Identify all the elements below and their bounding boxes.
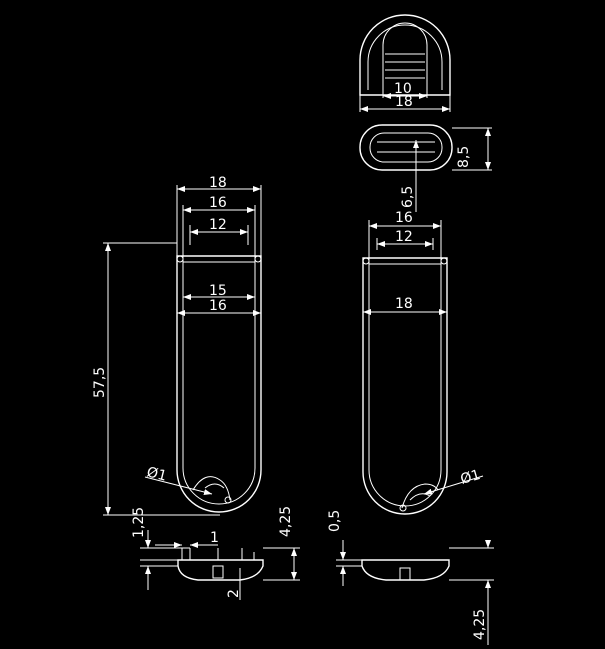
right-side-profile: 0,5 4,25 — [327, 510, 494, 645]
dim-left-12: 12 — [209, 217, 227, 233]
dim-right-12: 12 — [395, 229, 413, 245]
slot-view: 8,5 6,5 — [359, 124, 492, 212]
dim-left-15: 15 — [209, 283, 227, 299]
dim-slot-height: 8,5 — [456, 146, 472, 168]
dim-left-16b: 16 — [209, 298, 227, 314]
dim-side-0-5: 0,5 — [327, 510, 343, 532]
dim-slot-depth: 6,5 — [400, 186, 416, 208]
dim-side-1-25: 1,25 — [131, 507, 147, 538]
cap-top-view: 10 18 — [359, 14, 451, 112]
dim-side-1: 1 — [210, 530, 219, 546]
dim-top-inner: 10 — [394, 81, 412, 97]
right-body-view: 16 12 18 Ø1 — [362, 210, 484, 515]
left-body-view: 18 16 12 15 16 57,5 Ø1 — [92, 175, 262, 516]
dim-left-hole: Ø1 — [145, 464, 168, 484]
dim-left-16: 16 — [209, 195, 227, 211]
dim-side-4-25b: 4,25 — [472, 609, 488, 640]
dim-right-16: 16 — [395, 210, 413, 226]
dim-left-18: 18 — [209, 175, 227, 191]
left-side-profile: 1,25 1 4,25 2 — [131, 506, 300, 600]
dim-side-2: 2 — [226, 589, 242, 598]
dim-side-4-25: 4,25 — [278, 506, 294, 537]
dim-right-18: 18 — [395, 296, 413, 312]
dim-left-length: 57,5 — [92, 367, 108, 398]
dim-right-hole: Ø1 — [459, 467, 483, 488]
dim-top-outer: 18 — [395, 94, 413, 110]
